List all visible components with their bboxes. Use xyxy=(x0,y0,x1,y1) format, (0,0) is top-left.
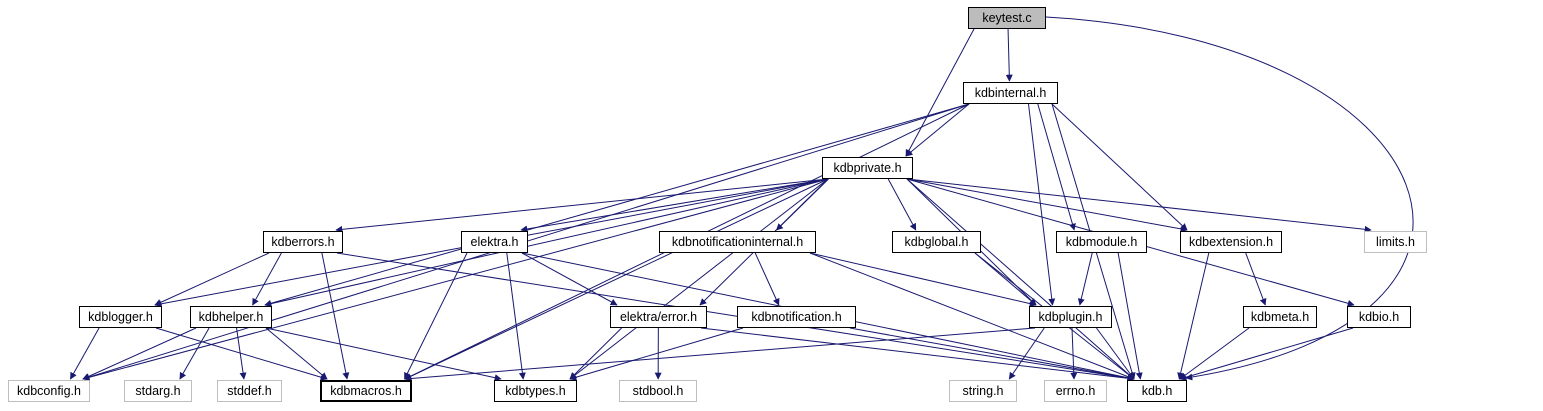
node-errno-h: errno.h xyxy=(1044,380,1107,402)
edge-kdberrors-h-to-kdblogger-h xyxy=(154,252,270,306)
node-kdbmacros-h[interactable]: kdbmacros.h xyxy=(320,380,412,402)
edge-elektra-error-h-to-kdb-h xyxy=(700,327,1135,382)
node-kdb-h[interactable]: kdb.h xyxy=(1127,380,1187,402)
edge-kdbnotification-h-to-kdb-h xyxy=(849,327,1135,382)
edge-kdbinternal-h-to-kdbprivate-h xyxy=(905,103,970,157)
node-stdbool-h: stdbool.h xyxy=(619,380,697,402)
edge-keytest-c-to-kdbinternal-h xyxy=(1005,28,1013,82)
edge-kdbnotification-h-to-kdbtypes-h xyxy=(569,327,744,381)
node-kdbnotificationinternal-h[interactable]: kdbnotificationinternal.h xyxy=(659,231,816,253)
edge-kdbhelper-h-to-kdbtypes-h xyxy=(265,327,502,382)
edge-kdbplugin-h-to-kdb-h xyxy=(1096,327,1135,380)
node-kdbconfig-h: kdbconfig.h xyxy=(8,380,90,402)
edge-kdbplugin-h-to-errno-h xyxy=(1070,327,1078,380)
edge-kdbplugin-h-to-string-h xyxy=(1008,327,1045,380)
edge-kdbmodule-h-to-kdbplugin-h xyxy=(1077,252,1093,306)
edge-kdbprivate-h-to-kdbmacros-h xyxy=(404,178,829,380)
edge-kdbprivate-h-to-kdbextension-h xyxy=(906,178,1188,233)
node-string-h: string.h xyxy=(949,380,1017,402)
edge-kdbprivate-h-to-kdbtypes-h xyxy=(569,178,829,380)
edge-elektra-h-to-elektra-error-h xyxy=(521,252,618,306)
edge-kdbprivate-h-to-kdb-h xyxy=(906,178,1135,380)
edge-kdbnotificationinternal-h-to-kdbplugin-h xyxy=(809,252,1037,307)
node-kdberrors-h[interactable]: kdberrors.h xyxy=(263,231,343,253)
edge-kdbmeta-h-to-kdb-h xyxy=(1179,327,1250,380)
edge-kdberrors-h-to-kdb-h xyxy=(336,252,1135,382)
edge-kdbprivate-h-to-kdbglobal-h xyxy=(887,178,917,231)
node-kdbplugin-h[interactable]: kdbplugin.h xyxy=(1029,306,1112,328)
node-elektra-h[interactable]: elektra.h xyxy=(461,231,528,253)
node-kdbextension-h[interactable]: kdbextension.h xyxy=(1180,231,1282,253)
node-stddef-h: stddef.h xyxy=(217,380,282,402)
node-elektra-error-h[interactable]: elektra/error.h xyxy=(610,306,707,328)
edge-kdbmodule-h-to-kdb-h xyxy=(1117,252,1143,380)
node-kdbmeta-h[interactable]: kdbmeta.h xyxy=(1243,306,1317,328)
edge-keytest-c-to-kdbprivate-h xyxy=(905,28,975,157)
edge-kdblogger-h-to-kdbmacros-h xyxy=(155,327,328,381)
edge-kdbinternal-h-to-kdbmodule-h xyxy=(1037,103,1076,231)
edge-keytest-c-to-kdb-h xyxy=(1045,16,1414,381)
node-kdblogger-h[interactable]: kdblogger.h xyxy=(79,306,162,328)
edge-kdbprivate-h-to-kdberrors-h xyxy=(335,178,829,233)
edge-kdbprivate-h-to-limits-h xyxy=(906,178,1372,233)
edge-kdbhelper-h-to-stddef-h xyxy=(236,327,247,380)
edge-kdbinternal-h-to-kdbhelper-h xyxy=(264,103,970,307)
edge-kdbhelper-h-to-kdbmacros-h xyxy=(265,327,328,380)
edge-kdbinternal-h-to-kdbplugin-h xyxy=(1028,103,1056,306)
node-limits-h: limits.h xyxy=(1364,231,1427,253)
edge-kdbextension-h-to-kdb-h xyxy=(1177,252,1210,380)
edge-kdbplugin-h-to-kdbmacros-h xyxy=(404,327,1036,382)
edge-kdbprivate-h-to-kdbhelper-h xyxy=(264,178,829,308)
node-stdarg-h: stdarg.h xyxy=(124,380,192,402)
node-kdbinternal-h[interactable]: kdbinternal.h xyxy=(963,82,1058,104)
edge-kdbprivate-h-to-elektra-h xyxy=(520,178,829,233)
edge-kdbhelper-h-to-kdbconfig-h xyxy=(82,327,197,380)
node-kdbnotification-h[interactable]: kdbnotification.h xyxy=(737,306,856,328)
edge-kdblogger-h-to-kdbconfig-h xyxy=(70,327,100,380)
node-kdbtypes-h[interactable]: kdbtypes.h xyxy=(494,380,577,402)
edge-elektra-error-h-to-kdbtypes-h xyxy=(569,327,622,380)
node-kdbhelper-h[interactable]: kdbhelper.h xyxy=(190,306,272,328)
node-kdbmodule-h[interactable]: kdbmodule.h xyxy=(1056,231,1147,253)
edge-elektra-h-to-kdbtypes-h xyxy=(506,252,526,380)
edge-elektra-h-to-kdbmacros-h xyxy=(404,252,468,380)
edge-kdbprivate-h-to-kdbconfig-h xyxy=(82,178,829,381)
node-kdbprivate-h[interactable]: kdbprivate.h xyxy=(822,157,913,179)
edge-kdbnotificationinternal-h-to-kdb-h xyxy=(809,252,1135,380)
edge-kdberrors-h-to-kdbhelper-h xyxy=(252,252,282,306)
edge-kdbnotificationinternal-h-to-kdbnotification-h xyxy=(754,252,780,306)
node-kdbio-h[interactable]: kdbio.h xyxy=(1347,306,1411,328)
edge-kdbhelper-h-to-stdarg-h xyxy=(179,327,210,380)
edge-kdbio-h-to-kdb-h xyxy=(1179,327,1354,381)
edge-kdberrors-h-to-kdbmacros-h xyxy=(321,252,350,380)
node-keytest-c[interactable]: keytest.c xyxy=(968,7,1046,29)
node-kdbglobal-h[interactable]: kdbglobal.h xyxy=(892,231,981,253)
edge-kdbextension-h-to-kdbmeta-h xyxy=(1245,252,1267,306)
edge-kdbinternal-h-to-kdbextension-h xyxy=(1051,103,1188,231)
